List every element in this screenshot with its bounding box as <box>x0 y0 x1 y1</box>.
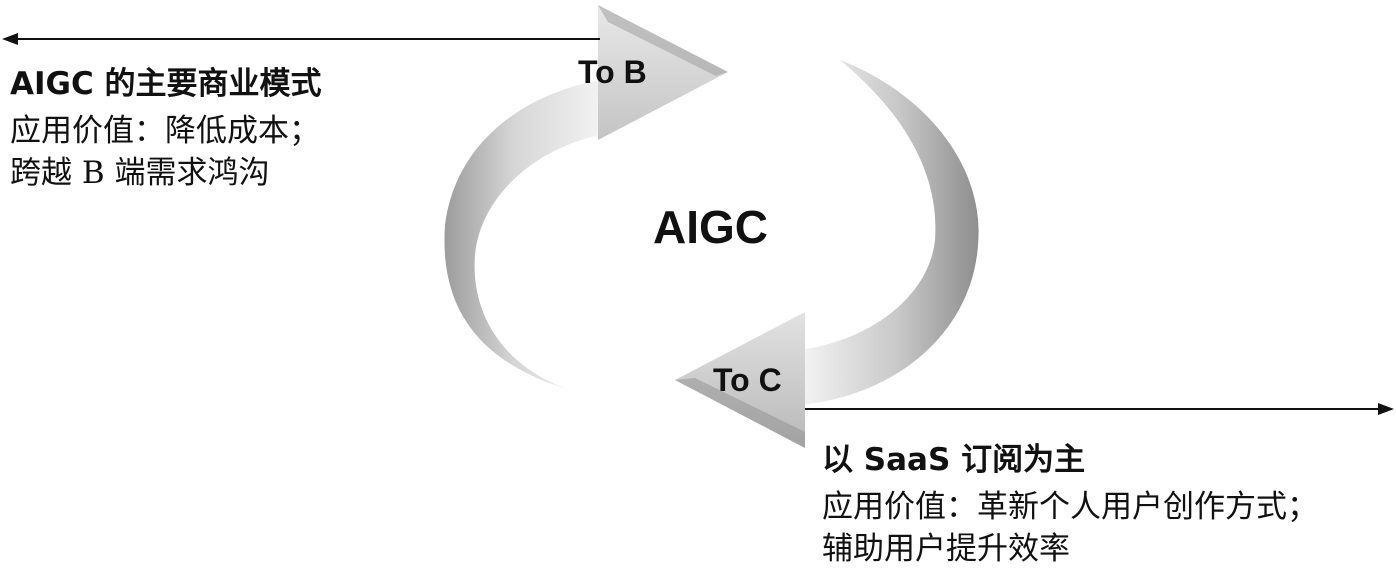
to-c-connector-arrowhead <box>1378 403 1394 415</box>
to-c-arrow <box>675 60 979 448</box>
to-b-arrow-head <box>598 5 728 140</box>
to-c-heading: 以 SaaS 订阅为主 <box>822 442 1086 478</box>
to-b-arrow-body <box>444 80 600 390</box>
to-c-text-block: 以 SaaS 订阅为主 应用价值：革新个人用户创作方式； 辅助用户提升效率 <box>822 440 1318 570</box>
to-b-label: To B <box>578 54 647 90</box>
to-c-arrow-body <box>800 60 979 405</box>
to-c-label: To C <box>713 362 782 398</box>
to-c-desc-line-1: 应用价值：革新个人用户创作方式； <box>822 489 1318 525</box>
to-b-connector <box>2 33 600 45</box>
to-b-connector-arrowhead <box>2 33 18 45</box>
to-c-arrow-head <box>675 312 805 448</box>
to-b-desc-line-2: 跨越 B 端需求鸿沟 <box>10 155 270 191</box>
to-b-desc-line-1: 应用价值：降低成本； <box>10 113 320 149</box>
to-b-arrow <box>444 5 728 390</box>
to-c-connector <box>805 403 1394 415</box>
to-b-heading: AIGC 的主要商业模式 <box>10 66 322 102</box>
center-label: AIGC <box>653 201 768 253</box>
to-b-arrow-head-shade <box>598 5 728 76</box>
to-b-text-block: AIGC 的主要商业模式 应用价值：降低成本； 跨越 B 端需求鸿沟 <box>10 64 322 194</box>
to-c-desc-line-2: 辅助用户提升效率 <box>822 531 1070 567</box>
to-c-arrow-head-shade <box>675 378 805 448</box>
